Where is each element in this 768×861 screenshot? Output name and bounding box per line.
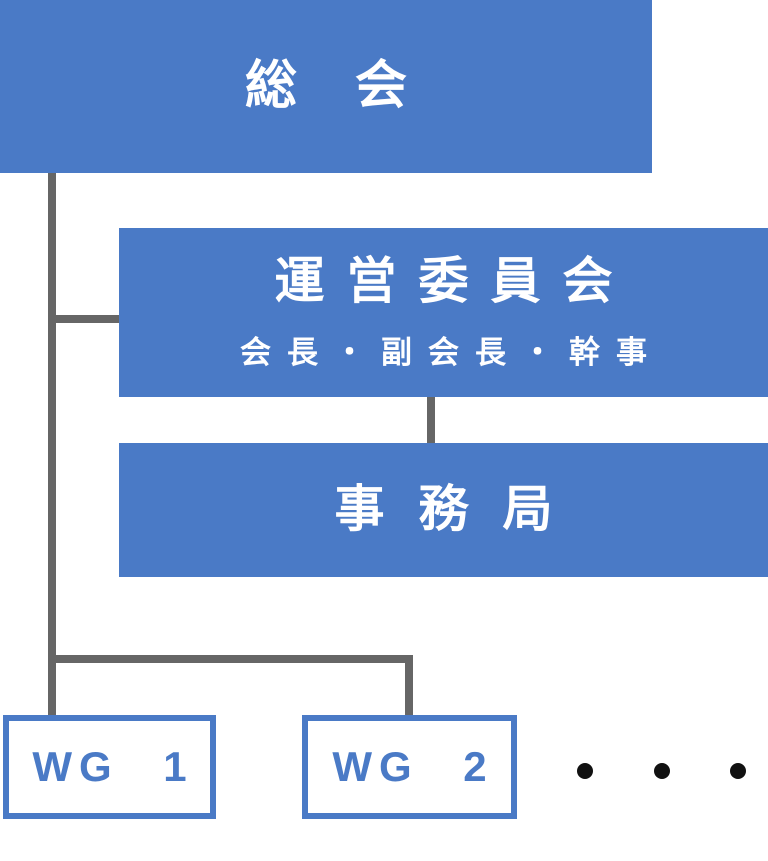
node-unei-iinkai-label: 運営委員会: [274, 253, 635, 310]
node-wg2: WG 2: [302, 715, 517, 819]
node-wg1: WG 1: [3, 715, 216, 819]
node-jimukyoku-label: 事務局: [334, 481, 587, 538]
node-soukai: 総会: [0, 0, 652, 173]
node-wg2-label: WG 2: [332, 743, 494, 790]
node-jimukyoku: 事務局: [119, 443, 768, 577]
ellipsis-dot: [577, 763, 593, 779]
ellipsis-dots: [577, 763, 746, 779]
node-wg1-label: WG 1: [32, 743, 194, 790]
connector-trunk-vertical: [48, 173, 56, 715]
node-soukai-label: 総会: [244, 56, 465, 115]
ellipsis-dot: [653, 763, 670, 779]
node-unei-iinkai-sublabel: 会長・副会長・幹事: [240, 334, 663, 370]
ellipsis-dot: [730, 763, 746, 779]
connector-unei-jimukyoku: [427, 397, 435, 443]
connector-branch-wg2-vertical: [405, 655, 413, 715]
node-unei-iinkai: 運営委員会 会長・副会長・幹事: [119, 228, 768, 397]
connector-branch-wg-horizontal: [48, 655, 413, 663]
connector-branch-unei: [48, 315, 119, 323]
